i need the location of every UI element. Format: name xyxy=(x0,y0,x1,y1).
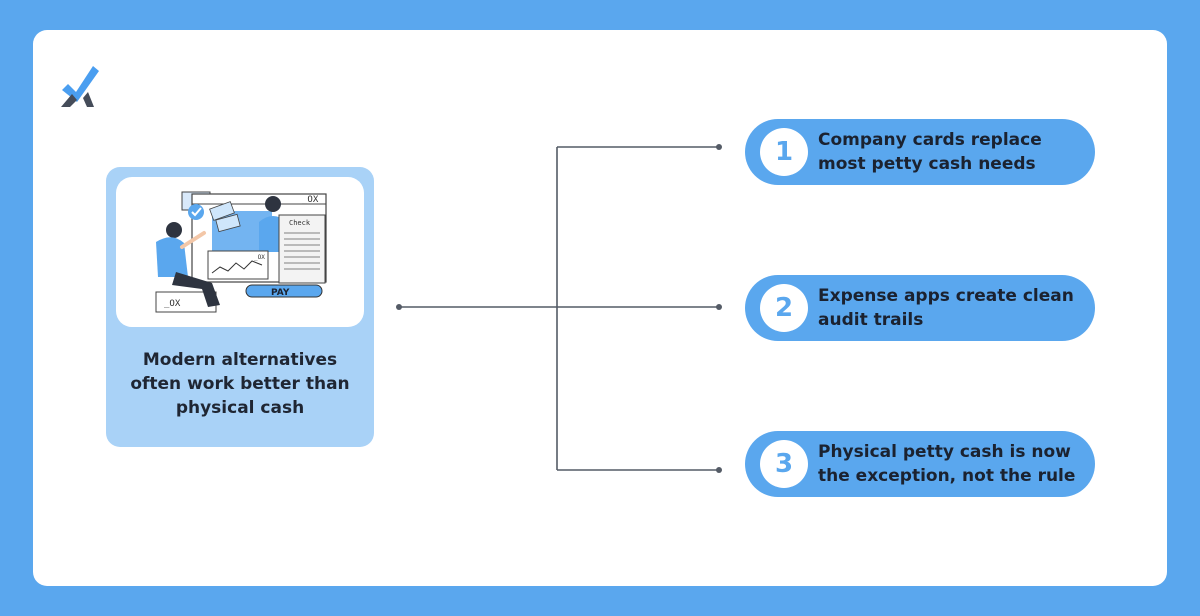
number-badge: 3 xyxy=(760,440,808,488)
list-item-3: 3 Physical petty cash is now the excepti… xyxy=(745,431,1095,497)
receipt-label: Check xyxy=(289,219,311,227)
list-item-1: 1 Company cards replace most petty cash … xyxy=(745,119,1095,185)
number-badge: 1 xyxy=(760,128,808,176)
list-item-2: 2 Expense apps create clean audit trails xyxy=(745,275,1095,341)
list-item-text: Company cards replace most petty cash ne… xyxy=(818,130,1042,174)
checkmark-x-logo-icon xyxy=(61,66,99,107)
window-label-3: _OX xyxy=(164,299,181,309)
list-item-text: Expense apps create clean audit trails xyxy=(818,286,1074,330)
list-item-text: Physical petty cash is now the exception… xyxy=(818,442,1076,486)
window-label-2: _OX xyxy=(254,254,265,261)
payment-illustration: _OX Check _OX PAY _OX xyxy=(116,177,364,327)
pay-button-label: PAY xyxy=(271,288,290,298)
number-badge: 2 xyxy=(760,284,808,332)
center-node-text: Modern alternatives often work better th… xyxy=(130,350,350,418)
window-label-1: _OX xyxy=(302,195,319,205)
